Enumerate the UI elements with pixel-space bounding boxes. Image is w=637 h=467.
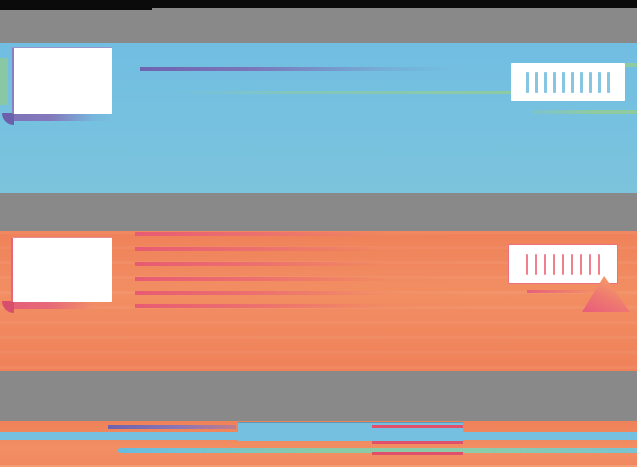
barcode-underline (527, 290, 602, 293)
barcode-tick (571, 71, 574, 93)
title-placeholder-line (140, 67, 458, 71)
barcode-tick (588, 253, 592, 275)
barcode-tick (553, 71, 556, 93)
text-placeholder-line (135, 232, 467, 236)
footer-pink-accent-line (372, 452, 463, 455)
barcode-tick (526, 71, 529, 93)
barcode-tick (597, 253, 601, 275)
barcode-tick (561, 253, 565, 275)
footer-pink-accent-line (372, 425, 463, 428)
footer-blue-stripe (0, 432, 637, 440)
text-placeholder-line (135, 276, 467, 281)
left-edge-ribbon (0, 58, 8, 105)
orange-barcode-box (508, 244, 618, 284)
barcode-tick (598, 71, 601, 93)
thumbnail-shadow-tail (2, 113, 14, 125)
barcode-tick (552, 253, 556, 275)
thumbnail-shadow (8, 301, 114, 309)
stacked-cards-footer (0, 371, 637, 467)
text-placeholder-line (135, 247, 467, 251)
barcode-tick (579, 253, 583, 275)
top-window-edge-left-segment (0, 0, 152, 10)
blue-barcode-box (511, 63, 625, 101)
barcode-tick (543, 253, 547, 275)
text-placeholder-line (135, 262, 467, 266)
thumbnail-shadow (8, 113, 114, 121)
text-placeholder-line (135, 291, 467, 295)
top-window-edge (0, 0, 637, 8)
orange-ticket-card[interactable] (0, 231, 637, 371)
thumbnail-placeholder (11, 237, 112, 302)
footer-purple-accent-line (108, 425, 236, 429)
blue-ticket-card[interactable] (0, 43, 637, 193)
barcode-tick (535, 71, 538, 93)
footer-pink-accent-line (372, 441, 463, 444)
barcode-tick (562, 71, 565, 93)
barcode-tick (570, 253, 574, 275)
thumbnail-shadow-tail (2, 301, 14, 313)
barcode-tick (589, 71, 592, 93)
footer-bottom-edge (0, 465, 637, 467)
barcode-tick (525, 253, 529, 275)
footer-teal-line (118, 448, 637, 453)
thumbnail-placeholder (12, 47, 112, 114)
ribbon-segment-bottom-right (532, 110, 637, 114)
ribbon-segment-top-right (620, 63, 637, 67)
barcode-tick (580, 71, 583, 93)
text-placeholder-line (135, 304, 467, 308)
barcode-tick (544, 71, 547, 93)
barcode-tick (607, 71, 610, 93)
subtitle-placeholder-line (175, 91, 511, 94)
barcode-tick (534, 253, 538, 275)
